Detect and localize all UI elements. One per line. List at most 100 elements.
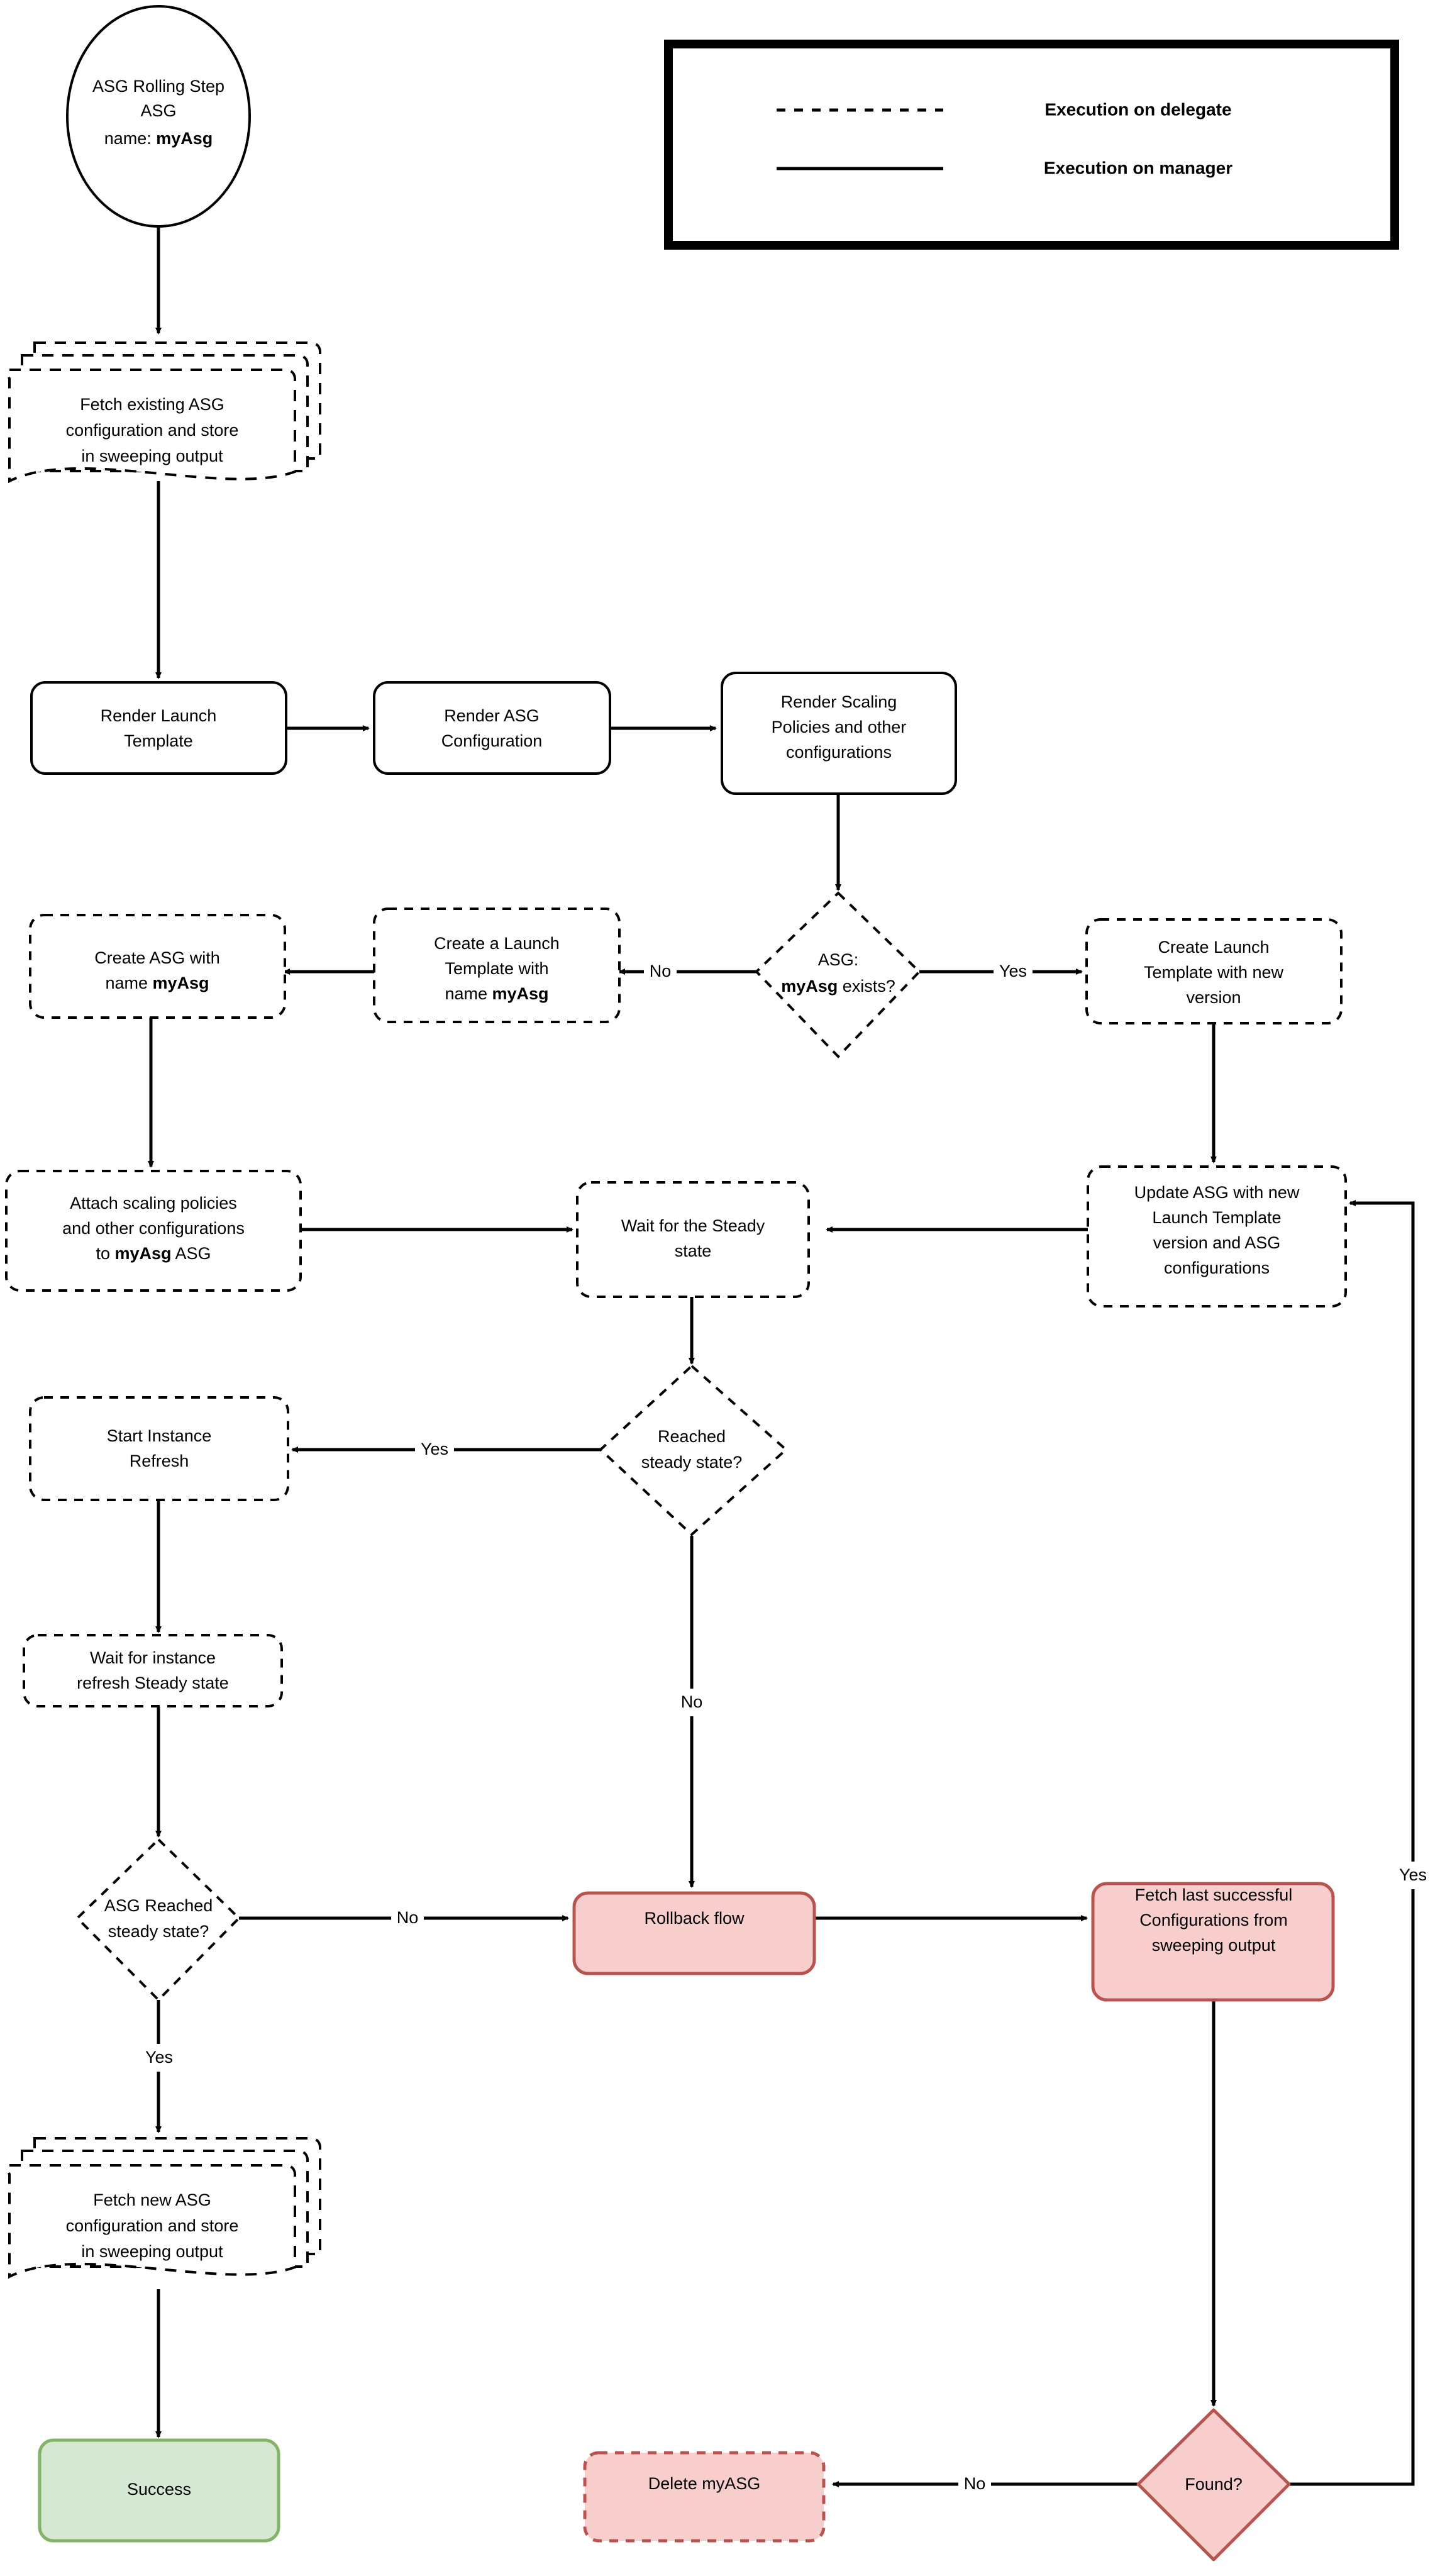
- node-reached-line2: steady state?: [641, 1453, 743, 1472]
- node-render-scaling-line2: Policies and other: [772, 718, 907, 736]
- node-start-line3: name: myAsg: [104, 129, 213, 148]
- node-asg-exists-bold: myAsg: [781, 977, 838, 996]
- node-wait-refresh-line1: Wait for instance: [90, 1648, 216, 1667]
- node-render-asg-line2: Configuration: [441, 731, 543, 750]
- node-start-instance-refresh[interactable]: Start Instance Refresh: [29, 1396, 289, 1501]
- node-fetch-new-line2: configuration and store: [66, 2216, 239, 2235]
- node-attach-scaling-policies[interactable]: Attach scaling policies and other config…: [5, 1170, 302, 1292]
- node-attach-line2: and other configurations: [62, 1219, 245, 1238]
- edge-label-asg-exists-no: No: [650, 962, 672, 980]
- node-fetch-new-asg[interactable]: [7, 2137, 321, 2279]
- node-render-asg-configuration[interactable]: Render ASG Configuration: [373, 681, 611, 775]
- node-update-asg[interactable]: Update ASG with new Launch Template vers…: [1087, 1165, 1347, 1307]
- node-create-asg-prefix: name: [105, 974, 152, 992]
- node-reached-line1: Reached: [658, 1427, 726, 1446]
- edge-labels: No Yes Yes No No Yes No Yes: [140, 958, 1432, 2498]
- node-found-decision[interactable]: Found?: [1136, 2408, 1291, 2562]
- node-create-asg-line2: name myAsg: [105, 974, 209, 992]
- node-fetch-last-line1: Fetch last successful: [1135, 1885, 1293, 1904]
- node-wait-instance-refresh[interactable]: Wait for instance refresh Steady state: [23, 1634, 283, 1707]
- node-success-label: Success: [127, 2480, 191, 2499]
- node-fetch-new-line1: Fetch new ASG: [93, 2190, 211, 2209]
- legend: Execution on delegate Execution on manag…: [664, 40, 1399, 250]
- edge-label-asg-reached-yes: Yes: [145, 2048, 173, 2067]
- node-rollback-flow-label: Rollback flow: [644, 1909, 745, 1928]
- edge-label-reached-no: No: [681, 1692, 703, 1711]
- node-asg-exists-rest: exists?: [838, 977, 895, 996]
- legend-label-manager: Execution on manager: [1044, 158, 1232, 177]
- node-asg-reached-steady-decision[interactable]: ASG Reached steady state?: [75, 1838, 241, 2002]
- node-render-launch-template[interactable]: Render Launch Template: [30, 681, 287, 775]
- node-rollback-flow[interactable]: Rollback flow: [572, 1891, 816, 1975]
- node-attach-line3: to myAsg ASG: [96, 1244, 211, 1263]
- node-start-refresh-line2: Refresh: [130, 1452, 189, 1470]
- node-update-asg-line1: Update ASG with new: [1134, 1183, 1300, 1202]
- node-update-asg-line2: Launch Template: [1152, 1208, 1281, 1227]
- node-create-asg[interactable]: Create ASG with name myAsg: [29, 914, 286, 1019]
- node-asg-exists-line1: ASG:: [818, 950, 859, 969]
- edge-found-yes-loop: [1289, 1200, 1415, 2486]
- node-attach-suffix: ASG: [172, 1244, 211, 1263]
- node-wait-refresh-line2: refresh Steady state: [77, 1674, 229, 1692]
- node-create-lt-named-line3: name myAsg: [445, 984, 548, 1003]
- node-start-line2: ASG: [140, 101, 176, 120]
- node-render-launch-line1: Render Launch: [101, 706, 217, 725]
- node-create-lt-new-line2: Template with new: [1144, 963, 1284, 982]
- node-fetch-new-asg-labels: Fetch new ASG configuration and store in…: [66, 2190, 239, 2261]
- node-create-lt-new-line3: version: [1186, 988, 1241, 1007]
- node-asg-exists-decision[interactable]: ASG: myAsg exists?: [755, 891, 921, 1058]
- node-create-launch-template-named[interactable]: Create a Launch Template with name myAsg: [373, 908, 621, 1023]
- node-fetch-last-successful[interactable]: Fetch last successful Configurations fro…: [1091, 1882, 1335, 2002]
- edge-label-asg-reached-no: No: [397, 1908, 419, 1927]
- node-attach-prefix: to: [96, 1244, 114, 1263]
- node-reached-steady-state-decision[interactable]: Reached steady state?: [599, 1364, 789, 1536]
- node-fetch-last-line2: Configurations from: [1139, 1911, 1288, 1929]
- node-create-asg-line1: Create ASG with: [94, 948, 220, 967]
- doc-stack-front: [7, 369, 296, 484]
- node-start-line3-bold: myAsg: [156, 129, 213, 148]
- node-start[interactable]: ASG Rolling Step ASG name: myAsg: [66, 5, 251, 228]
- edge-label-asg-exists-yes: Yes: [999, 962, 1027, 980]
- node-wait-steady-line2: state: [675, 1241, 712, 1260]
- node-asg-reached-line1: ASG Reached: [104, 1896, 213, 1915]
- node-wait-steady-state[interactable]: Wait for the Steady state: [576, 1181, 810, 1298]
- node-create-lt-named-prefix: name: [445, 984, 492, 1003]
- node-found-label: Found?: [1185, 2475, 1243, 2494]
- node-success[interactable]: Success: [38, 2438, 280, 2543]
- node-delete-myasg-label: Delete myASG: [648, 2474, 761, 2493]
- node-render-launch-line2: Template: [124, 731, 193, 750]
- node-start-line1: ASG Rolling Step: [92, 77, 224, 96]
- node-create-lt-named-line1: Create a Launch: [434, 934, 560, 953]
- node-render-scaling-policies[interactable]: Render Scaling Policies and other config…: [721, 672, 957, 795]
- node-asg-reached-line2: steady state?: [108, 1922, 209, 1941]
- node-create-asg-bold: myAsg: [153, 974, 209, 992]
- node-fetch-last-line3: sweeping output: [1152, 1936, 1276, 1955]
- node-create-lt-new-line1: Create Launch: [1158, 938, 1269, 957]
- node-create-launch-template-new-version[interactable]: Create Launch Template with new version: [1085, 918, 1343, 1024]
- legend-label-delegate: Execution on delegate: [1044, 99, 1231, 119]
- node-wait-steady-line1: Wait for the Steady: [621, 1216, 765, 1235]
- edge-label-found-no: No: [964, 2474, 986, 2493]
- node-attach-line1: Attach scaling policies: [70, 1194, 237, 1213]
- node-delete-myasg[interactable]: Delete myASG: [583, 2451, 826, 2543]
- node-attach-bold: myAsg: [114, 1244, 171, 1263]
- node-create-lt-named-line2: Template with: [445, 959, 548, 978]
- node-update-asg-line4: configurations: [1164, 1258, 1270, 1277]
- node-update-asg-line3: version and ASG: [1153, 1233, 1281, 1252]
- node-fetch-existing-line2: configuration and store: [66, 421, 239, 440]
- node-render-scaling-line3: configurations: [786, 743, 892, 762]
- doc-stack-front-b: [7, 2164, 296, 2279]
- node-start-refresh-line1: Start Instance: [107, 1426, 212, 1445]
- node-start-line3-prefix: name:: [104, 129, 157, 148]
- node-fetch-existing-line1: Fetch existing ASG: [80, 395, 224, 414]
- node-render-asg-line1: Render ASG: [444, 706, 540, 725]
- node-create-lt-named-bold: myAsg: [492, 984, 549, 1003]
- node-fetch-existing-line3: in sweeping output: [81, 447, 223, 465]
- node-asg-exists-line2: myAsg exists?: [781, 977, 895, 996]
- edge-label-found-yes: Yes: [1399, 1865, 1427, 1884]
- node-render-scaling-line1: Render Scaling: [781, 692, 897, 711]
- node-fetch-new-line3: in sweeping output: [81, 2242, 223, 2261]
- node-fetch-existing-asg[interactable]: [7, 341, 321, 484]
- node-fetch-existing-asg-labels: Fetch existing ASG configuration and sto…: [66, 395, 239, 465]
